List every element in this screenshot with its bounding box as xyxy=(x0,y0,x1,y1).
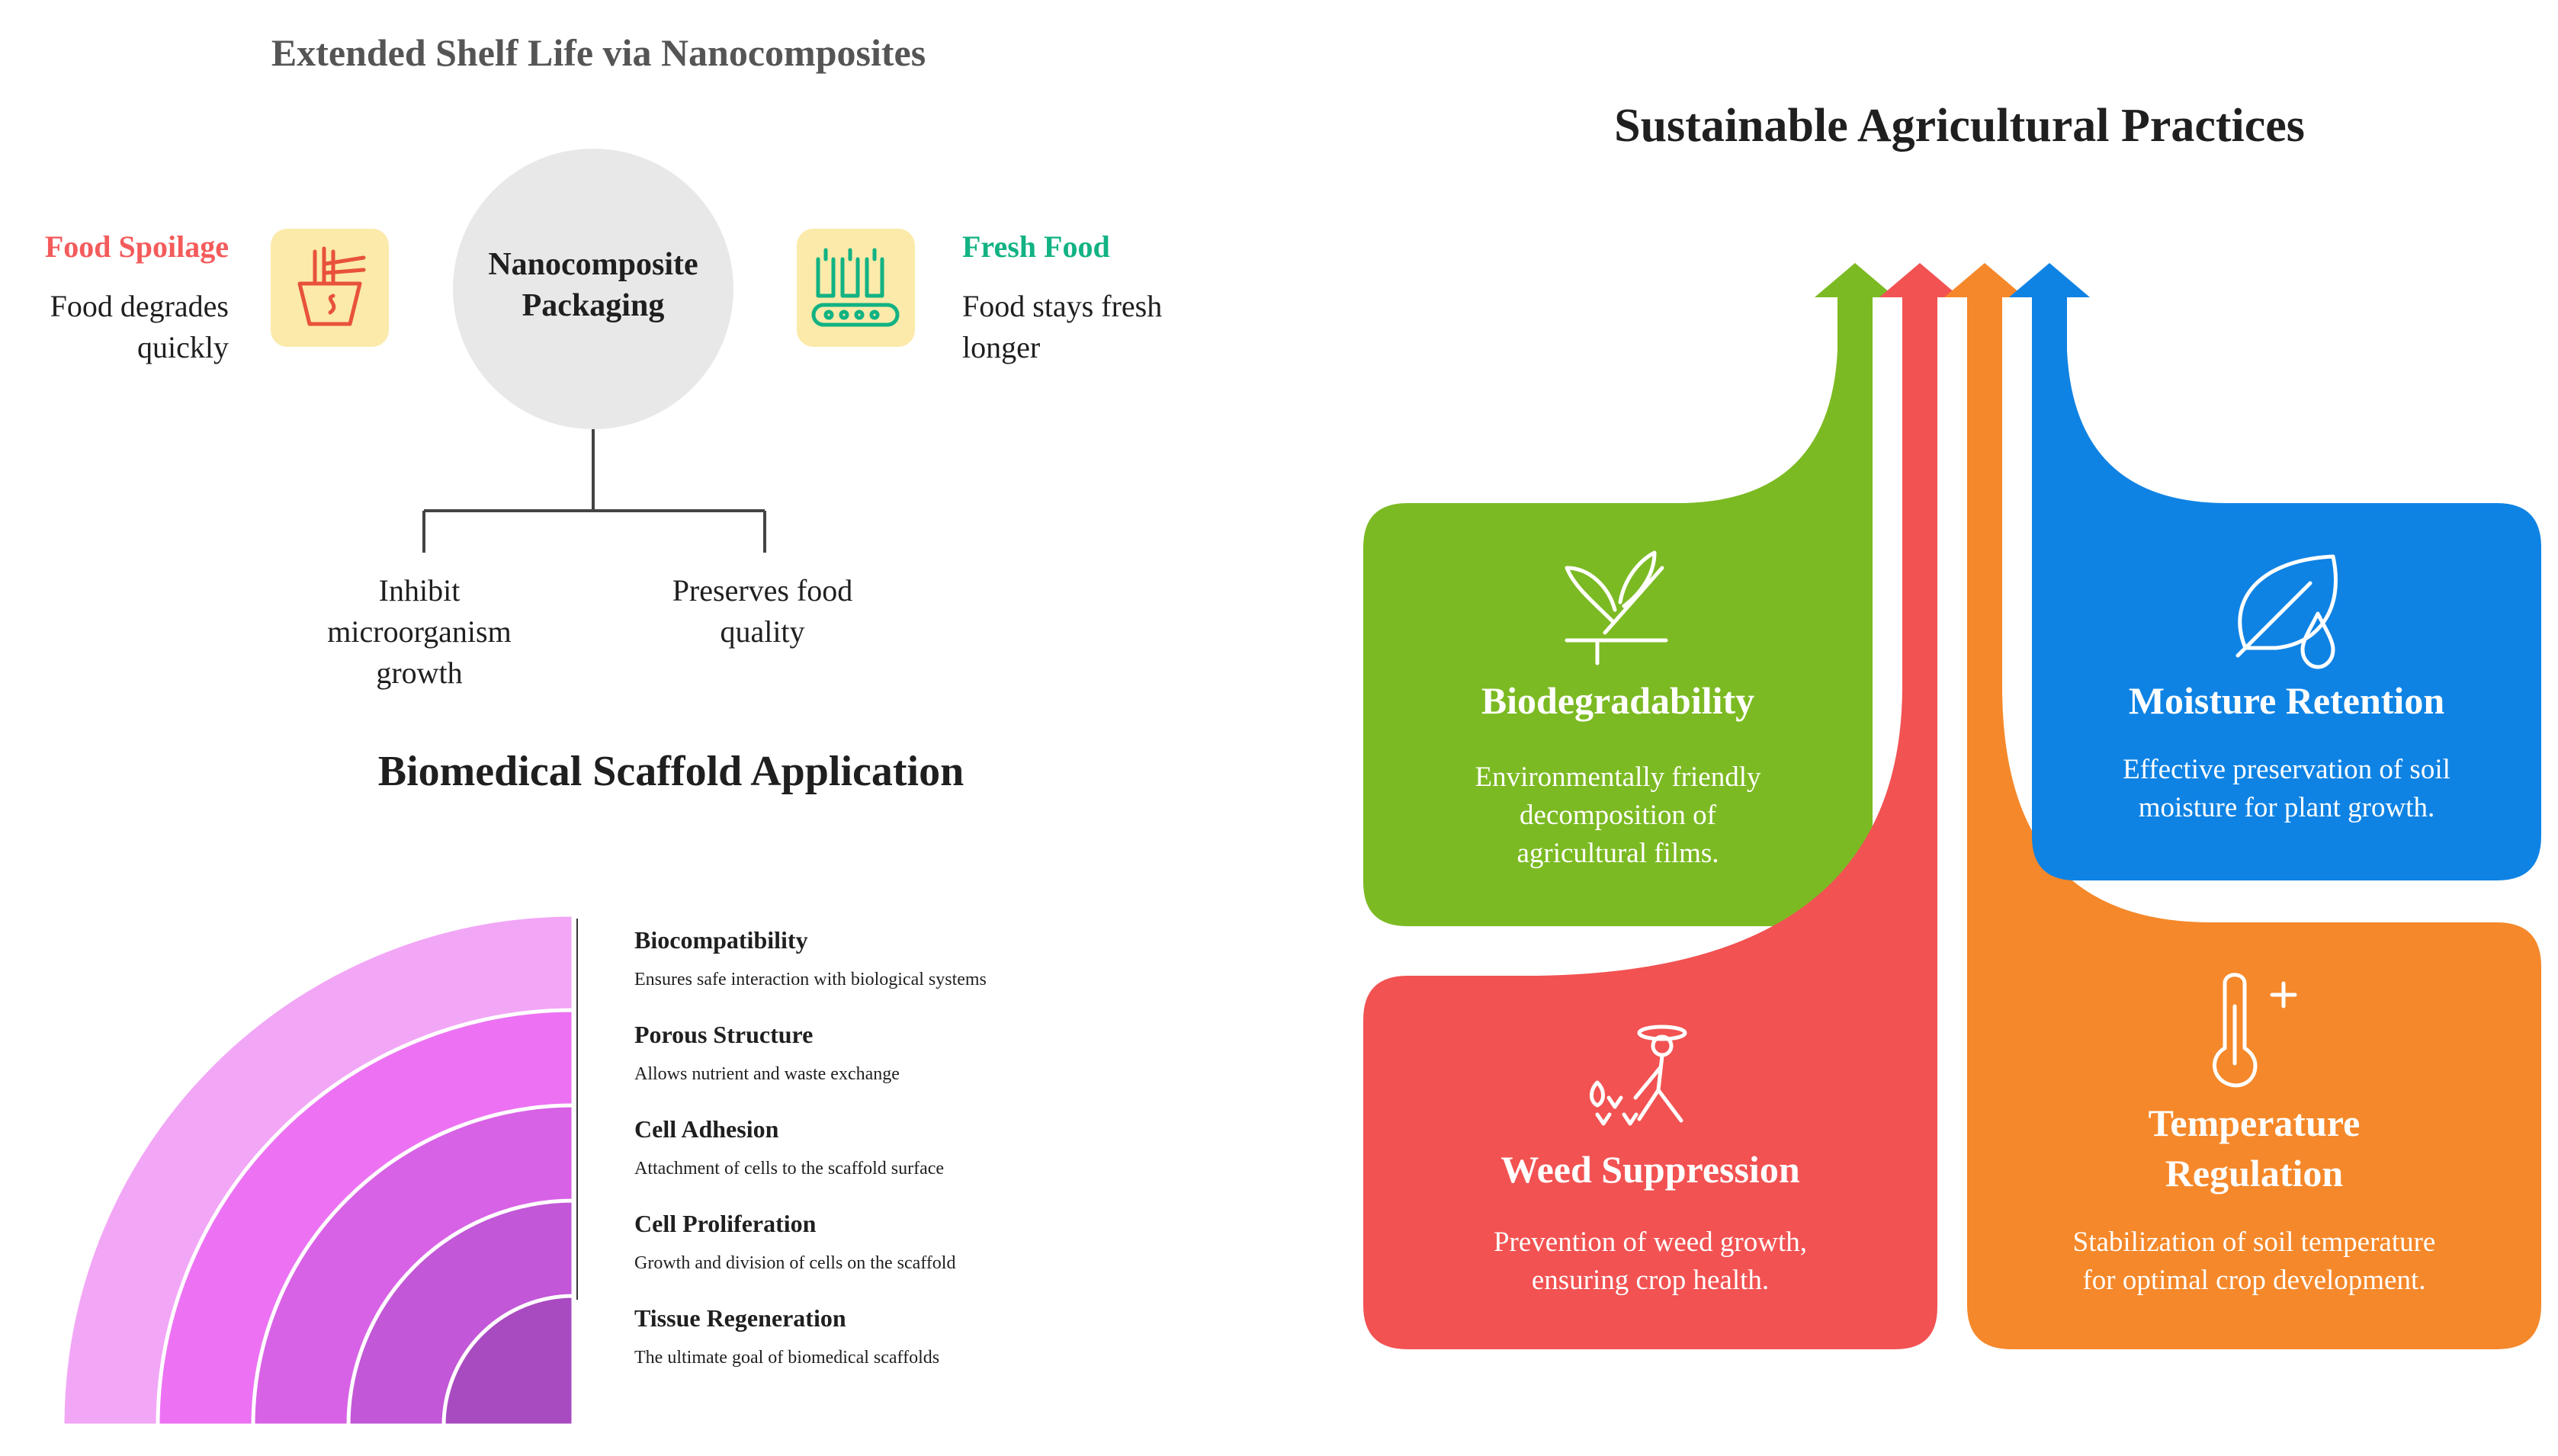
temperature-regulation-title-line2: Regulation xyxy=(2165,1152,2344,1195)
layer-desc-4: Growth and division of cells on the scaf… xyxy=(634,1253,956,1273)
temperature-regulation-desc-line2: for optimal crop development. xyxy=(2082,1265,2426,1296)
branch-preserves-line1: Preserves food xyxy=(672,573,853,608)
bottles-conveyor-icon xyxy=(811,248,900,327)
temperature-regulation-desc: Stabilization of soil temperature for op… xyxy=(1967,1223,2541,1300)
scaffold-layer-5 xyxy=(441,1294,576,1428)
biodegradability-desc-line1: Environmentally friendly xyxy=(1475,762,1761,793)
branch-inhibit-line3: growth xyxy=(376,656,463,690)
nanocomposite-circle xyxy=(453,149,733,429)
scaffold-layer-1 xyxy=(60,912,576,1428)
branch-inhibit-line1: Inhibit xyxy=(378,573,461,608)
temperature-regulation-title-line1: Temperature xyxy=(2148,1102,2361,1144)
layer-title-5: Tissue Regeneration xyxy=(634,1304,846,1332)
moisture-retention-desc: Effective preservation of soil moisture … xyxy=(2032,751,2541,827)
temperature-regulation-title: Temperature Regulation xyxy=(1967,1098,2541,1198)
scaffold-layer-4 xyxy=(346,1198,576,1428)
leaf-drop-icon xyxy=(2235,554,2338,669)
scaffold-layer-3 xyxy=(251,1103,576,1428)
moisture-retention-title: Moisture Retention xyxy=(2128,679,2445,722)
layer-title-4: Cell Proliferation xyxy=(634,1210,817,1237)
layer-desc-2: Allows nutrient and waste exchange xyxy=(634,1064,900,1084)
noodle-cup-icon xyxy=(297,246,366,326)
fresh-food-desc: Food stays fresh longer xyxy=(962,286,1267,368)
moisture-retention-desc-line2: moisture for plant growth. xyxy=(2138,792,2435,823)
layer-title-3: Cell Adhesion xyxy=(634,1115,779,1143)
temperature-regulation-desc-line1: Stabilization of soil temperature xyxy=(2072,1227,2436,1258)
shelf-life-title: Extended Shelf Life via Nanocomposites xyxy=(271,31,926,74)
branch-preserves-line2: quality xyxy=(720,614,805,649)
layer-desc-5: The ultimate goal of biomedical scaffold… xyxy=(634,1348,940,1368)
branch-inhibit-line2: microorganism xyxy=(327,614,512,649)
layer-desc-3: Attachment of cells to the scaffold surf… xyxy=(634,1159,945,1179)
biodegradability-desc-line3: agricultural films. xyxy=(1517,838,1719,869)
branch-preserves: Preserves food quality xyxy=(633,570,892,653)
layer-title-1: Biocompatibility xyxy=(634,926,808,954)
food-spoilage-desc-line1: Food degrades xyxy=(50,289,229,323)
farmer-weeding-icon xyxy=(1590,1025,1687,1126)
weed-suppression-desc-line1: Prevention of weed growth, xyxy=(1493,1227,1807,1258)
biodegradability-desc: Environmentally friendly decomposition o… xyxy=(1363,758,1873,873)
agriculture-title: Sustainable Agricultural Practices xyxy=(1614,100,2305,152)
fresh-food-icon-box xyxy=(797,229,915,347)
scaffold-title: Biomedical Scaffold Application xyxy=(377,748,964,795)
layer-title-2: Porous Structure xyxy=(634,1021,814,1048)
weed-suppression-desc: Prevention of weed growth, ensuring crop… xyxy=(1363,1223,1937,1300)
biodegradability-title: Biodegradability xyxy=(1481,679,1755,722)
food-spoilage-icon-box xyxy=(271,229,389,347)
weed-suppression-title: Weed Suppression xyxy=(1500,1148,1800,1191)
weed-suppression-desc-line2: ensuring crop health. xyxy=(1531,1265,1770,1296)
fresh-food-desc-line2: longer xyxy=(962,330,1041,364)
nanocomposite-label: Nanocomposite Packaging xyxy=(453,244,733,326)
nanocomposite-label-line2: Packaging xyxy=(522,288,665,323)
fresh-food-desc-line1: Food stays fresh xyxy=(962,289,1163,323)
branch-inhibit: Inhibit microorganism growth xyxy=(290,570,549,694)
nanocomposite-label-line1: Nanocomposite xyxy=(488,247,698,282)
food-spoilage-heading: Food Spoilage xyxy=(44,229,229,264)
food-spoilage-desc: Food degrades quickly xyxy=(0,286,229,368)
biodegradability-desc-line2: decomposition of xyxy=(1520,800,1716,831)
layer-desc-1: Ensures safe interaction with biological… xyxy=(634,970,987,989)
food-spoilage-desc-line2: quickly xyxy=(137,330,229,364)
thermometer-plus-icon xyxy=(2213,973,2297,1088)
scaffold-layer-2 xyxy=(156,1008,576,1428)
fresh-food-heading: Fresh Food xyxy=(962,229,1110,264)
moisture-retention-desc-line1: Effective preservation of soil xyxy=(2123,754,2450,785)
sprout-icon xyxy=(1565,550,1668,665)
